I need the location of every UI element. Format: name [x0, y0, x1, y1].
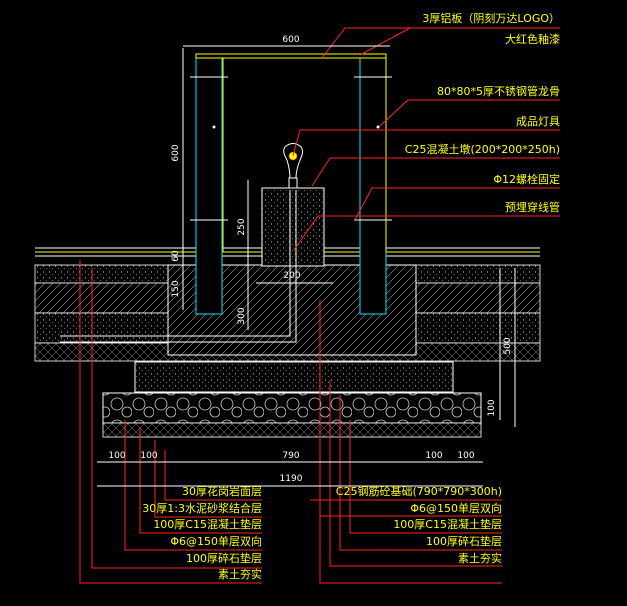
label-rebar-left: Φ6@150单层双向: [170, 534, 262, 548]
dim-150: 150: [171, 280, 181, 297]
label-gravel-right: 100厚碎石垫层: [426, 534, 502, 548]
lamp-fixture: [283, 143, 303, 189]
dimension-lines: [97, 45, 516, 487]
leader-lines: [79, 27, 560, 584]
bolts: [190, 76, 392, 221]
label-bolt: Φ12螺栓固定: [493, 172, 560, 186]
dim-100-a: 100: [108, 451, 125, 461]
steel-post-left: [195, 56, 223, 315]
label-c15-left: 100厚C15混凝土垫层: [153, 517, 262, 531]
right-labels: 3厚铝板（阴刻万达LOGO） 大红色釉漆 80*80*5厚不锈钢管龙骨 成品灯具…: [405, 11, 560, 214]
label-red-paint: 大红色釉漆: [505, 32, 560, 46]
dim-1190: 1190: [280, 474, 303, 484]
dim-100-d: 100: [457, 451, 474, 461]
label-granite: 30厚花岗岩面层: [182, 484, 262, 498]
label-aluminium-plate: 3厚铝板（阴刻万达LOGO）: [422, 11, 560, 25]
dim-100-vertical: 100: [487, 399, 497, 416]
steel-post-right: [359, 56, 387, 315]
bottom-left-labels: 30厚花岗岩面层 30厚1:3水泥砂浆结合层 100厚C15混凝土垫层 Φ6@1…: [142, 484, 262, 581]
dim-60: 60: [171, 250, 181, 262]
label-conduit: 预埋穿线管: [505, 200, 560, 214]
label-soil-right: 素土夯实: [458, 551, 502, 565]
dim-frame-height: 600: [171, 144, 181, 161]
label-soil-left: 素土夯实: [218, 567, 262, 581]
dim-200: 200: [283, 271, 300, 281]
label-rebar-right: Φ6@150单层双向: [410, 501, 502, 515]
dim-100-b: 100: [140, 451, 157, 461]
dim-250: 250: [237, 218, 247, 235]
concrete-pier: [60, 187, 325, 343]
dim-790: 790: [282, 451, 299, 461]
label-mortar: 30厚1:3水泥砂浆结合层: [142, 501, 262, 515]
bottom-right-labels: C25钢筋砼基础(790*790*300h) Φ6@150单层双向 100厚C1…: [336, 484, 502, 565]
label-foundation: C25钢筋砼基础(790*790*300h): [336, 484, 502, 498]
dim-100-c: 100: [425, 451, 442, 461]
dim-500: 500: [503, 337, 513, 354]
label-gravel-left: 100厚碎石垫层: [186, 551, 262, 565]
dimension-texts: 600 600 60 150 250 300 200 500 100 100 1…: [108, 35, 513, 484]
label-c15-right: 100厚C15混凝土垫层: [393, 517, 502, 531]
label-steel-frame: 80*80*5厚不锈钢管龙骨: [437, 84, 560, 98]
dim-top-width: 600: [282, 35, 299, 45]
label-concrete-pier: C25混凝土墩(200*200*250h): [405, 142, 560, 156]
dim-300: 300: [237, 307, 247, 324]
label-lamp: 成品灯具: [516, 115, 560, 128]
